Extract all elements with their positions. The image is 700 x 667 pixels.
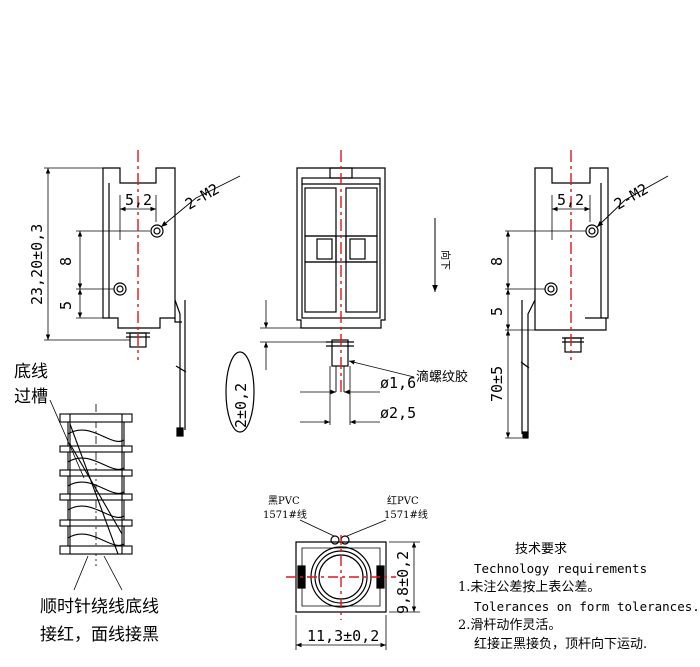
center-view (225, 167, 438, 433)
red-wire-spec-label: 1571#线 (384, 508, 428, 521)
notes-title-en: Technology requirements (474, 561, 648, 576)
left-vertical-8-label: 8 (57, 257, 75, 266)
right-view-shaft (564, 337, 582, 353)
center-view-body (296, 167, 386, 329)
technical-notes: 技术要求 Technology requirements 1.未注公差按上表公差… (458, 540, 700, 654)
center-view-shaft (331, 339, 349, 367)
left-view (44, 167, 241, 437)
notes-item1-cn: 1.未注公差按上表公差。 (458, 580, 601, 595)
right-lead-length-label: 70±5 (488, 366, 506, 402)
right-view-body (534, 167, 609, 331)
bottom-width-label: 11,3±0,2 (307, 627, 379, 645)
left-overall-height-label: 23,20±0,3 (28, 224, 46, 305)
coil-note-line2: 接红，面线接黑 (40, 625, 159, 645)
left-view-hole-bottom (113, 282, 127, 296)
left-hole-spacing-label: 5,2 (125, 191, 152, 209)
left-hole-callout-label: 2-M2 (182, 180, 222, 214)
notes-item2-cn-b: 红接正黑接负，顶杆向下运动. (474, 637, 648, 652)
right-view-hole-top (585, 224, 599, 238)
coil-detail (49, 399, 133, 591)
right-hole-spacing-label: 5,2 (557, 191, 584, 209)
black-wire-label: 黑PVC (268, 495, 300, 507)
shaft-large-dia-label: ø2,5 (380, 404, 416, 422)
right-vertical-8-label: 8 (488, 257, 506, 266)
notes-item1-en: Tolerances on form tolerances. (474, 599, 700, 614)
left-view-hole-top (150, 224, 164, 238)
right-view (505, 167, 669, 439)
direction-label: 向下 (439, 250, 452, 270)
left-vertical-5-label: 5 (57, 301, 75, 310)
right-view-hole-bottom (544, 282, 558, 296)
coil-label-line2: 过槽 (14, 387, 48, 407)
right-hole-callout-label: 2-M2 (611, 180, 651, 214)
notes-item2-cn: 2.滑杆动作灵活。 (458, 618, 562, 633)
black-wire-spec-label: 1571#线 (263, 508, 307, 521)
right-view-lead (520, 299, 536, 434)
shaft-length-label: 2±0,2 (232, 383, 250, 428)
coil-note-line1: 顺时针绕线底线 (40, 597, 159, 617)
thread-glue-label: 滴螺纹胶 (416, 369, 468, 385)
red-wire-label: 红PVC (387, 494, 419, 507)
notes-title: 技术要求 (515, 542, 568, 557)
left-view-lead (174, 299, 187, 430)
coil-label-line1: 底线 (14, 362, 48, 382)
right-vertical-5-label: 5 (488, 307, 506, 316)
bottom-view-body (295, 541, 387, 613)
bottom-height-label: 9,8±0,2 (394, 551, 412, 614)
shaft-small-dia-label: ø1,6 (380, 374, 416, 392)
